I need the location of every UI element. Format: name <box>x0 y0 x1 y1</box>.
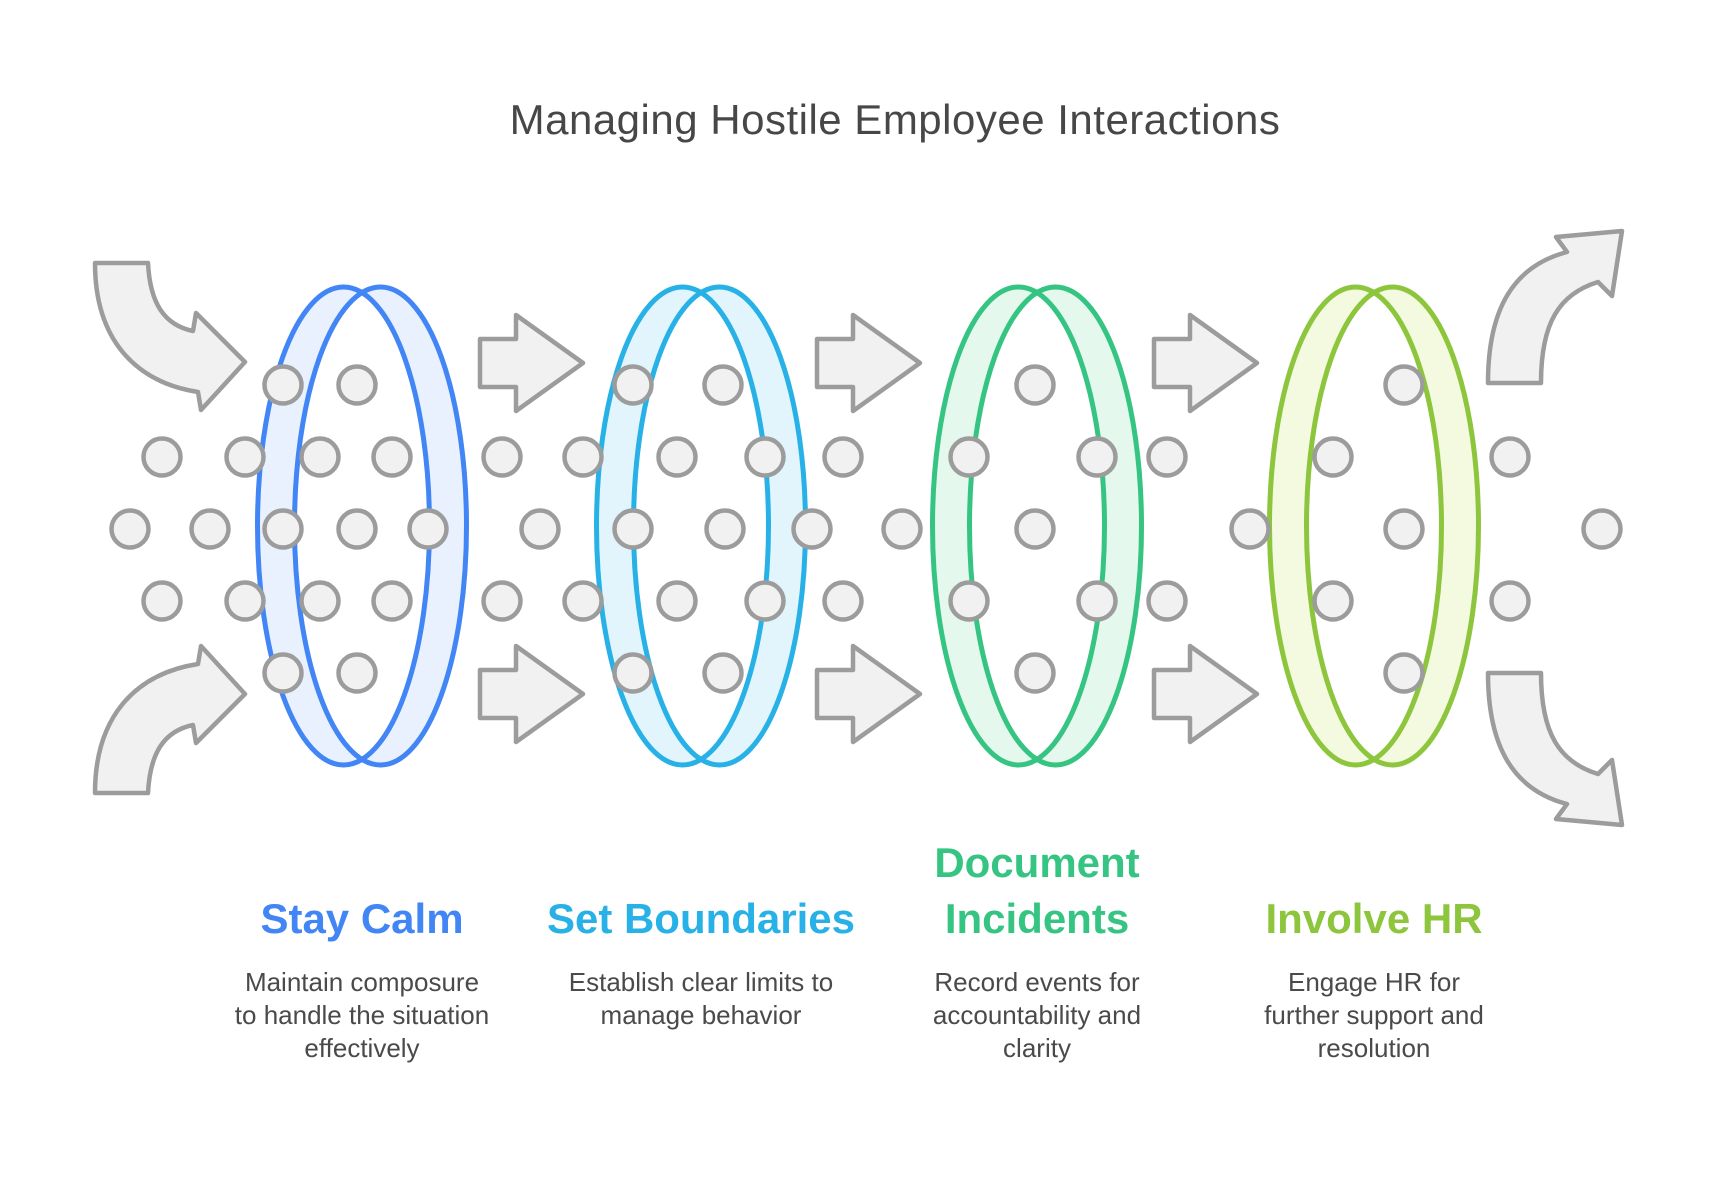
pattern-dot <box>1489 436 1531 478</box>
pattern-dot <box>371 436 413 478</box>
ring-outline <box>930 284 1107 768</box>
pattern-dot <box>1383 652 1425 694</box>
pattern-dot <box>262 508 304 550</box>
pattern-dot <box>791 508 833 550</box>
stage-label-set-boundaries: Set Boundaries <box>546 895 856 942</box>
pattern-dot <box>822 580 864 622</box>
flow-arrow <box>1151 643 1260 745</box>
pattern-dot <box>612 652 654 694</box>
pattern-dot <box>881 508 923 550</box>
pattern-dot <box>612 508 654 550</box>
pattern-dot <box>1312 580 1354 622</box>
ring-outline <box>1304 284 1481 768</box>
pattern-dot <box>262 364 304 406</box>
dots-layer <box>109 364 1623 694</box>
pattern-dot <box>299 580 341 622</box>
pattern-dot <box>224 436 266 478</box>
pattern-dot <box>1146 436 1188 478</box>
pattern-dot <box>744 436 786 478</box>
pattern-dot <box>336 508 378 550</box>
pattern-dot <box>189 508 231 550</box>
ring-outline <box>594 284 771 768</box>
stage-description-involve-hr: Engage HR for further support and resolu… <box>1264 967 1484 1063</box>
pattern-dot <box>519 508 561 550</box>
pattern-dot <box>336 364 378 406</box>
page-title: Managing Hostile Employee Interactions <box>509 96 1281 143</box>
pattern-dot <box>141 436 183 478</box>
pattern-dot <box>1014 508 1056 550</box>
pattern-dot <box>612 364 654 406</box>
pattern-dot <box>1014 652 1056 694</box>
pattern-dot <box>1076 580 1118 622</box>
stage-label-document-incidents: Document Incidents <box>934 839 1140 942</box>
pattern-dot <box>224 580 266 622</box>
pattern-dot <box>1229 508 1271 550</box>
pattern-dot <box>562 580 604 622</box>
pattern-dot <box>1014 364 1056 406</box>
pattern-dot <box>1383 508 1425 550</box>
pattern-dot <box>109 508 151 550</box>
pattern-dot <box>656 436 698 478</box>
flow-arrow <box>477 312 586 414</box>
flow-arrow <box>814 312 923 414</box>
pattern-dot <box>1489 580 1531 622</box>
flow-arrow <box>477 643 586 745</box>
pattern-dot <box>481 436 523 478</box>
pattern-dot <box>948 436 990 478</box>
pattern-dot <box>1581 508 1623 550</box>
stage-description-document-incidents: Record events for accountability and cla… <box>932 967 1142 1063</box>
pattern-dot <box>371 580 413 622</box>
pattern-dot <box>702 364 744 406</box>
pattern-dot <box>262 652 304 694</box>
stage-description-stay-calm: Maintain composure to handle the situati… <box>234 967 490 1063</box>
pattern-dot <box>1076 436 1118 478</box>
flow-arrow <box>1151 312 1260 414</box>
pattern-dot <box>744 580 786 622</box>
pattern-dot <box>481 580 523 622</box>
pattern-dot <box>702 652 744 694</box>
corner-arrow-top-left <box>92 260 248 413</box>
pattern-dot <box>141 580 183 622</box>
pattern-dot <box>1383 364 1425 406</box>
corner-arrows-layer <box>92 228 1625 828</box>
pattern-dot <box>562 436 604 478</box>
pattern-dot <box>822 436 864 478</box>
stage-label-involve-hr: Involve HR <box>1265 895 1483 942</box>
pattern-dot <box>1146 580 1188 622</box>
corner-arrow-top-right <box>1485 228 1625 386</box>
pattern-dot <box>336 652 378 694</box>
pattern-dot <box>948 580 990 622</box>
stage-description-set-boundaries: Establish clear limits to manage behavio… <box>568 967 834 1030</box>
pattern-dot <box>407 508 449 550</box>
pattern-dot <box>656 580 698 622</box>
stage-label-stay-calm: Stay Calm <box>260 895 464 942</box>
corner-arrow-bottom-right <box>1485 670 1625 828</box>
pattern-dot <box>1312 436 1354 478</box>
pattern-dot <box>704 508 746 550</box>
ring-outline <box>967 284 1144 768</box>
flow-arrow <box>814 643 923 745</box>
corner-arrow-bottom-left <box>92 643 248 796</box>
stage-ring-3 <box>1267 284 1481 768</box>
pattern-dot <box>299 436 341 478</box>
straight-arrows-layer <box>477 312 1260 745</box>
